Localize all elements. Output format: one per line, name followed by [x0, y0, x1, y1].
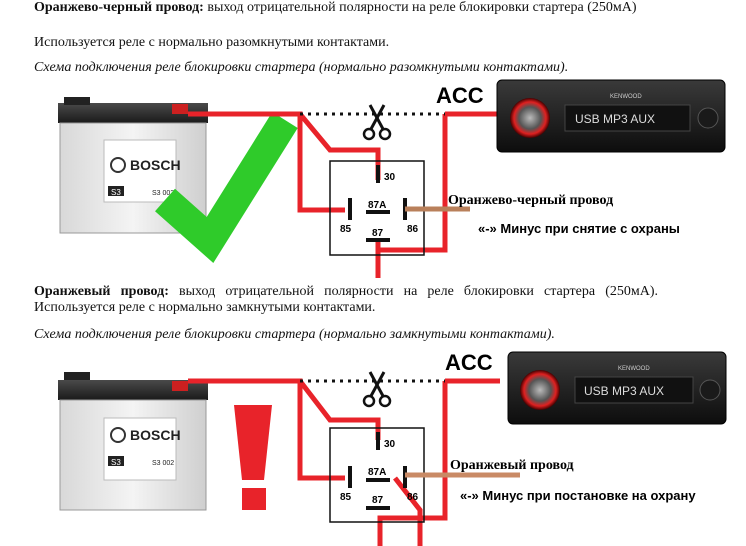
section1-text: выход отрицательной полярности на реле б… — [203, 0, 637, 15]
car-radio: USB MP3 AUX KENWOOD — [507, 351, 727, 425]
relay-pin-86: 86 — [407, 492, 419, 503]
minus-label: «-» Минус при снятие с охраны — [478, 221, 680, 236]
minus-label: «-» Минус при постановке на охрану — [460, 488, 696, 503]
relay: 30 87A 85 87 86 — [329, 427, 425, 523]
battery-brand: BOSCH — [130, 427, 181, 443]
radio-display: USB MP3 AUX — [584, 384, 664, 398]
radio-brand: KENWOOD — [610, 94, 642, 100]
acc-label: ACC — [436, 83, 484, 108]
section1-caption: Схема подключения реле блокировки старте… — [34, 60, 569, 75]
relay-pin-87a: 87A — [368, 467, 386, 478]
positive-terminal — [172, 104, 188, 114]
section1-description: Оранжево-черный провод: выход отрицатель… — [34, 0, 658, 16]
bosch-logo-icon — [110, 427, 126, 443]
diagram-normally-closed: BOSCH S3 S3 002 — [58, 350, 727, 546]
battery: BOSCH S3 S3 002 — [58, 97, 208, 234]
exclamation-icon — [234, 405, 272, 510]
diagram-normally-open: BOSCH S3 S3 002 — [58, 79, 726, 278]
relay-pin-86: 86 — [407, 224, 419, 235]
scissors-icon — [362, 104, 392, 141]
battery-code: S3 002 — [152, 460, 174, 467]
section2-text: выход отрицательной полярности на реле б… — [34, 284, 658, 315]
volume-knob-icon — [520, 370, 560, 410]
relay-pin-87a: 87A — [368, 200, 386, 211]
section1-note: Используется реле с нормально разомкнуты… — [34, 35, 390, 50]
battery-model: S3 — [111, 188, 121, 197]
checkmark-icon — [155, 112, 298, 264]
relay-pin-30: 30 — [384, 172, 396, 183]
radio-display: USB MP3 AUX — [575, 112, 655, 126]
red-wires — [188, 111, 500, 278]
car-radio: USB MP3 AUX KENWOOD — [496, 79, 726, 153]
relay-pin-85: 85 — [340, 492, 352, 503]
relay-pin-87: 87 — [372, 495, 384, 506]
radio-brand: KENWOOD — [618, 366, 650, 372]
section2-caption: Схема подключения реле блокировки старте… — [34, 327, 555, 342]
bosch-logo-icon — [110, 157, 126, 173]
section1-heading: Оранжево-черный провод: — [34, 0, 204, 15]
battery-brand: BOSCH — [130, 157, 181, 173]
battery-model: S3 — [111, 458, 121, 467]
section2-heading: Оранжевый провод: — [34, 284, 169, 299]
battery: BOSCH S3 S3 002 — [58, 372, 208, 511]
red-wires — [188, 378, 500, 546]
wire-label: Оранжево-черный провод — [448, 193, 613, 208]
acc-label: ACC — [445, 350, 493, 375]
battery-code: S3 002 — [152, 190, 174, 197]
wire-label: Оранжевый провод — [450, 458, 574, 473]
relay-pin-87: 87 — [372, 228, 384, 239]
relay-pin-85: 85 — [340, 224, 352, 235]
scissors-icon — [362, 371, 392, 408]
section2-description: Оранжевый провод: выход отрицательной по… — [34, 284, 658, 316]
relay-pin-30: 30 — [384, 439, 396, 450]
positive-terminal — [172, 381, 188, 391]
volume-knob-icon — [510, 98, 550, 138]
